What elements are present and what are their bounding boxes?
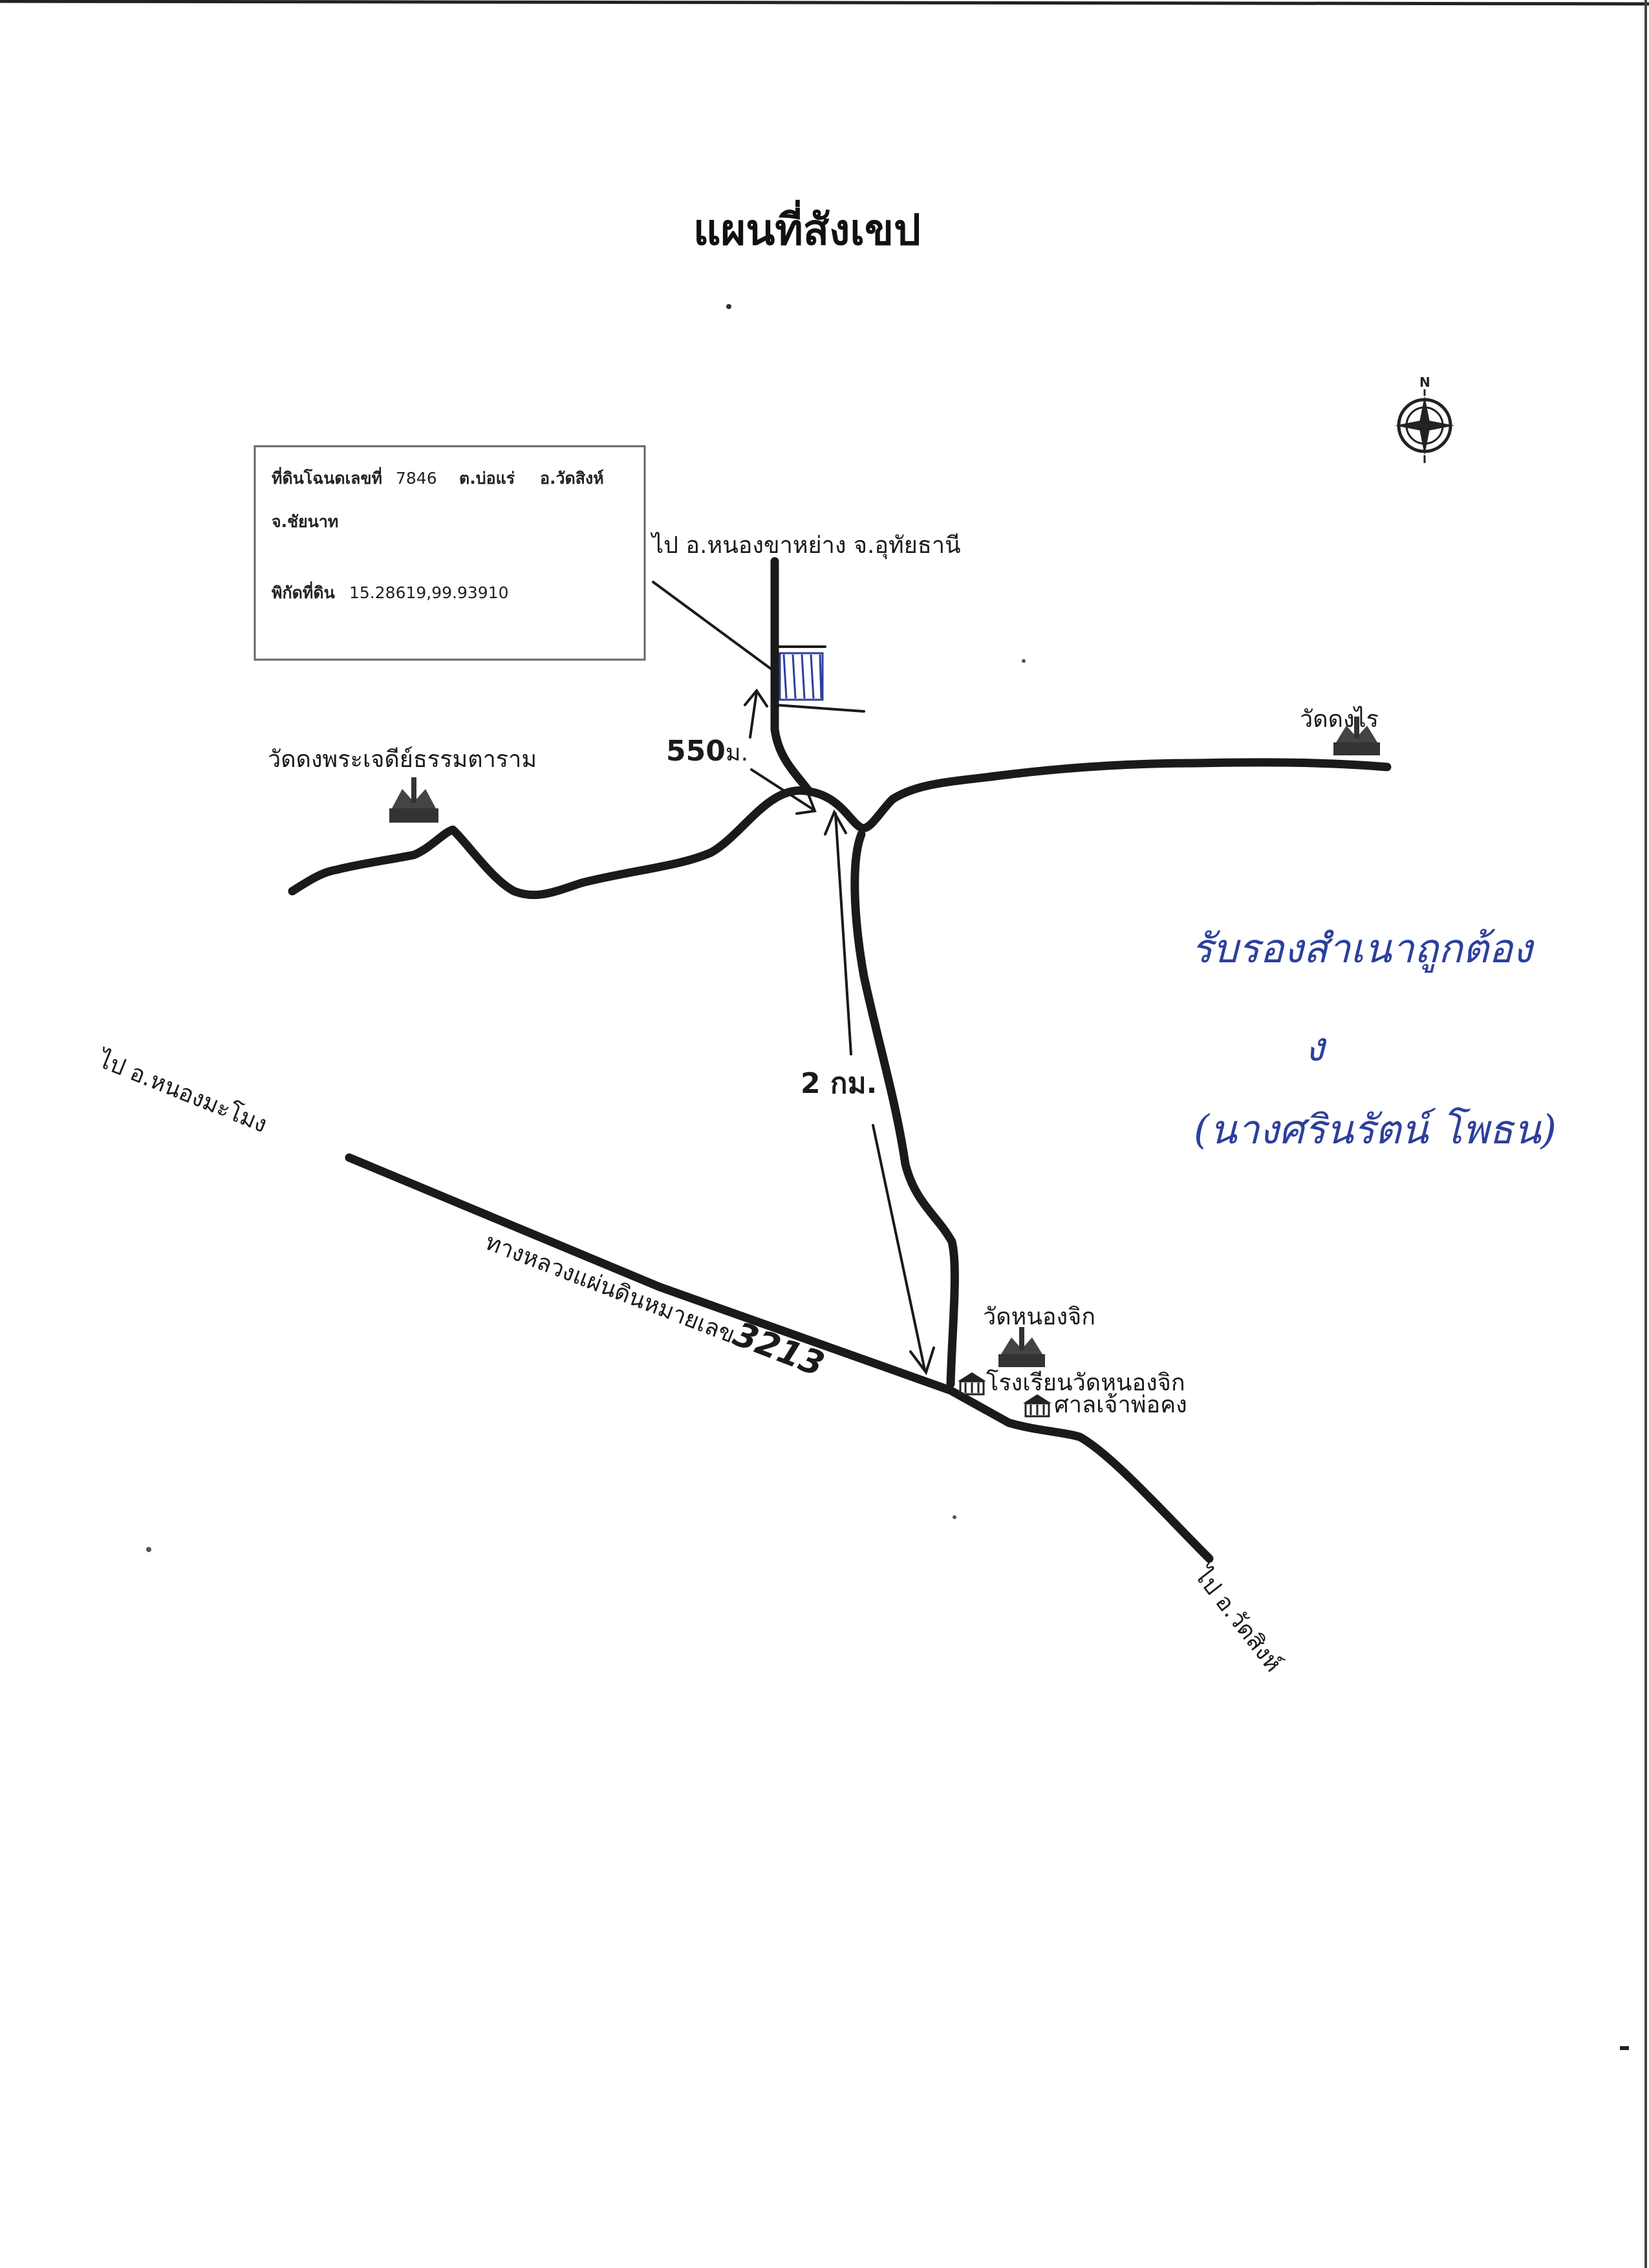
province-label: จ.ชัยนาท (272, 512, 338, 531)
compass-north-label: N (1419, 374, 1430, 390)
handwritten-signature: ง (1305, 1023, 1327, 1070)
scan-speck (1022, 659, 1026, 663)
label-distance-2km: 2 กม. (801, 1067, 877, 1100)
road-south-branch (850, 830, 959, 1388)
land-parcel (773, 645, 865, 713)
label-wat-nong-chik: วัดหนองจิก (983, 1304, 1095, 1330)
land-deed-label: ที่ดินโฉนดเลขที่ (272, 467, 382, 488)
compass-icon: N (1395, 374, 1454, 463)
shrine-icon (1023, 1394, 1051, 1418)
road-north-branch (770, 557, 813, 795)
label-distance-550: 550ม. (666, 735, 748, 768)
coord-label: พิกัดที่ดิน (272, 581, 335, 602)
land-deed-number: 7846 (396, 469, 437, 488)
label-wat-dong-phra-chedi: วัดดงพระเจดีย์ธรรมตาราม (268, 746, 537, 773)
handwritten-name: (นางศรินรัตน์ โพธน) (1194, 1106, 1557, 1153)
coord-value: 15.28619,99.93910 (349, 583, 509, 602)
school-icon (958, 1372, 986, 1396)
highway-3213 (345, 1153, 1214, 1563)
scan-speck (726, 304, 731, 309)
label-school: โรงเรียนวัดหนองจิก (986, 1369, 1185, 1396)
temple-icon (389, 777, 438, 823)
subdistrict-label: ต.บ่อแร่ (459, 469, 515, 488)
district-label: อ.วัดสิงห์ (540, 469, 604, 488)
arrow-550m-down (750, 768, 817, 815)
label-to-nong-khayang: ไป อ.หนองขาหย่าง จ.อุทัยธานี (650, 532, 961, 559)
info-leader-line (652, 581, 777, 674)
label-highway: ทางหลวงแผ่นดินหมายเลข3213 (480, 1220, 829, 1385)
label-shrine: ศาลเจ้าพ่อคง (1054, 1392, 1187, 1418)
label-to-nong-mamong: ไป อ.หนองมะโมง (93, 1045, 271, 1138)
temple-icon (1333, 717, 1380, 755)
temple-icon (998, 1327, 1045, 1367)
label-to-wat-sing: ไป อ.วัดสิงห์ (1188, 1561, 1287, 1677)
arrow-2km (824, 809, 935, 1376)
scan-speck (953, 1515, 956, 1519)
page-title: แผนที่สังเขป (693, 199, 921, 255)
arrow-550m-up (744, 688, 768, 739)
land-info-box: ที่ดินโฉนดเลขที่ 7846 ต.บ่อแร่ อ.วัดสิงห… (253, 445, 646, 661)
scan-speck (1620, 2046, 1629, 2050)
road-west-to-east (288, 758, 1392, 900)
scan-speck (146, 1547, 151, 1552)
handwritten-certification: รับรองสำเนาถูกต้อง (1191, 925, 1535, 973)
scan-border-top (0, 0, 1649, 6)
